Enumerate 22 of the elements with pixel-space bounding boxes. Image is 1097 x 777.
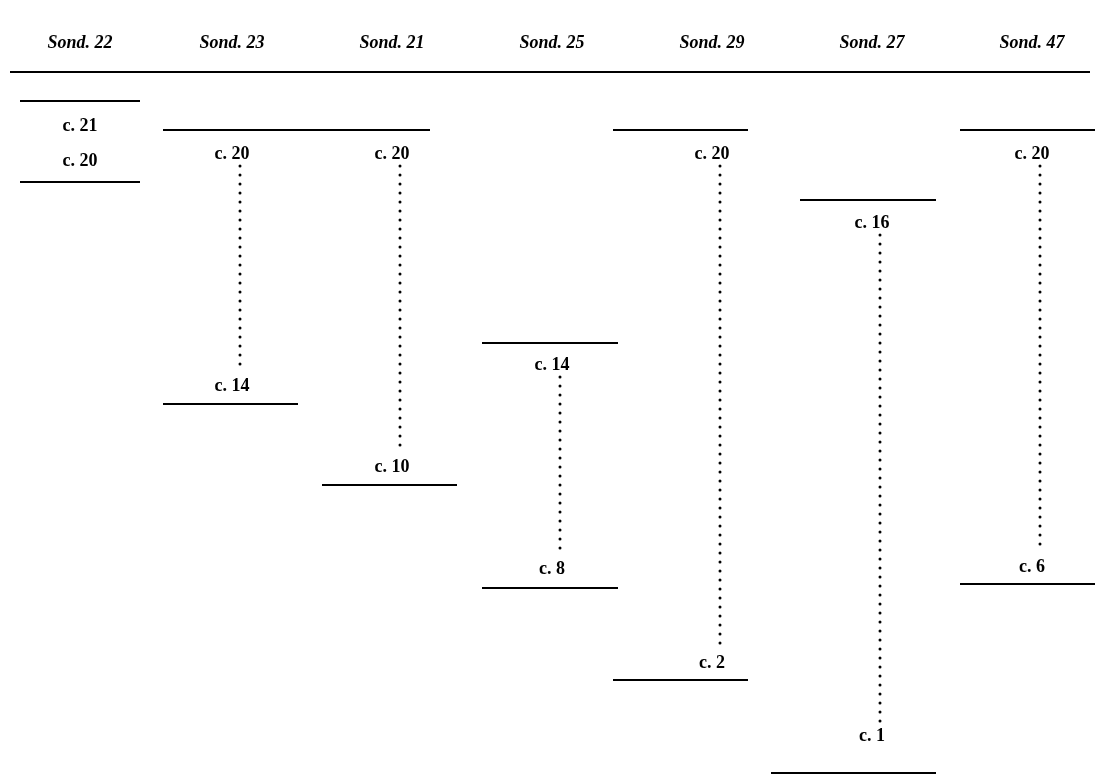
level-label: c. 20 (214, 143, 250, 163)
level-label: c. 20 (374, 143, 410, 163)
level-label: c. 21 (62, 115, 98, 135)
level-label: c. 14 (214, 375, 250, 395)
level-label: c. 14 (534, 354, 570, 374)
column-heading: Sond. 23 (199, 32, 265, 52)
column-heading: Sond. 25 (519, 32, 585, 52)
column-heading: Sond. 21 (359, 32, 425, 52)
column-heading: Sond. 29 (679, 32, 745, 52)
level-label: c. 8 (539, 558, 565, 578)
level-label: c. 1 (859, 725, 885, 745)
level-label: c. 20 (1014, 143, 1050, 163)
level-label: c. 16 (854, 212, 890, 232)
column-heading: Sond. 22 (47, 32, 113, 52)
level-label: c. 10 (374, 456, 410, 476)
dotted-connector (878, 233, 882, 724)
level-label: c. 6 (1019, 556, 1045, 576)
column-heading: Sond. 27 (839, 32, 905, 52)
level-label: c. 20 (694, 143, 730, 163)
level-label: c. 20 (62, 150, 98, 170)
level-label: c. 2 (699, 652, 725, 672)
column-heading: Sond. 47 (999, 32, 1065, 52)
